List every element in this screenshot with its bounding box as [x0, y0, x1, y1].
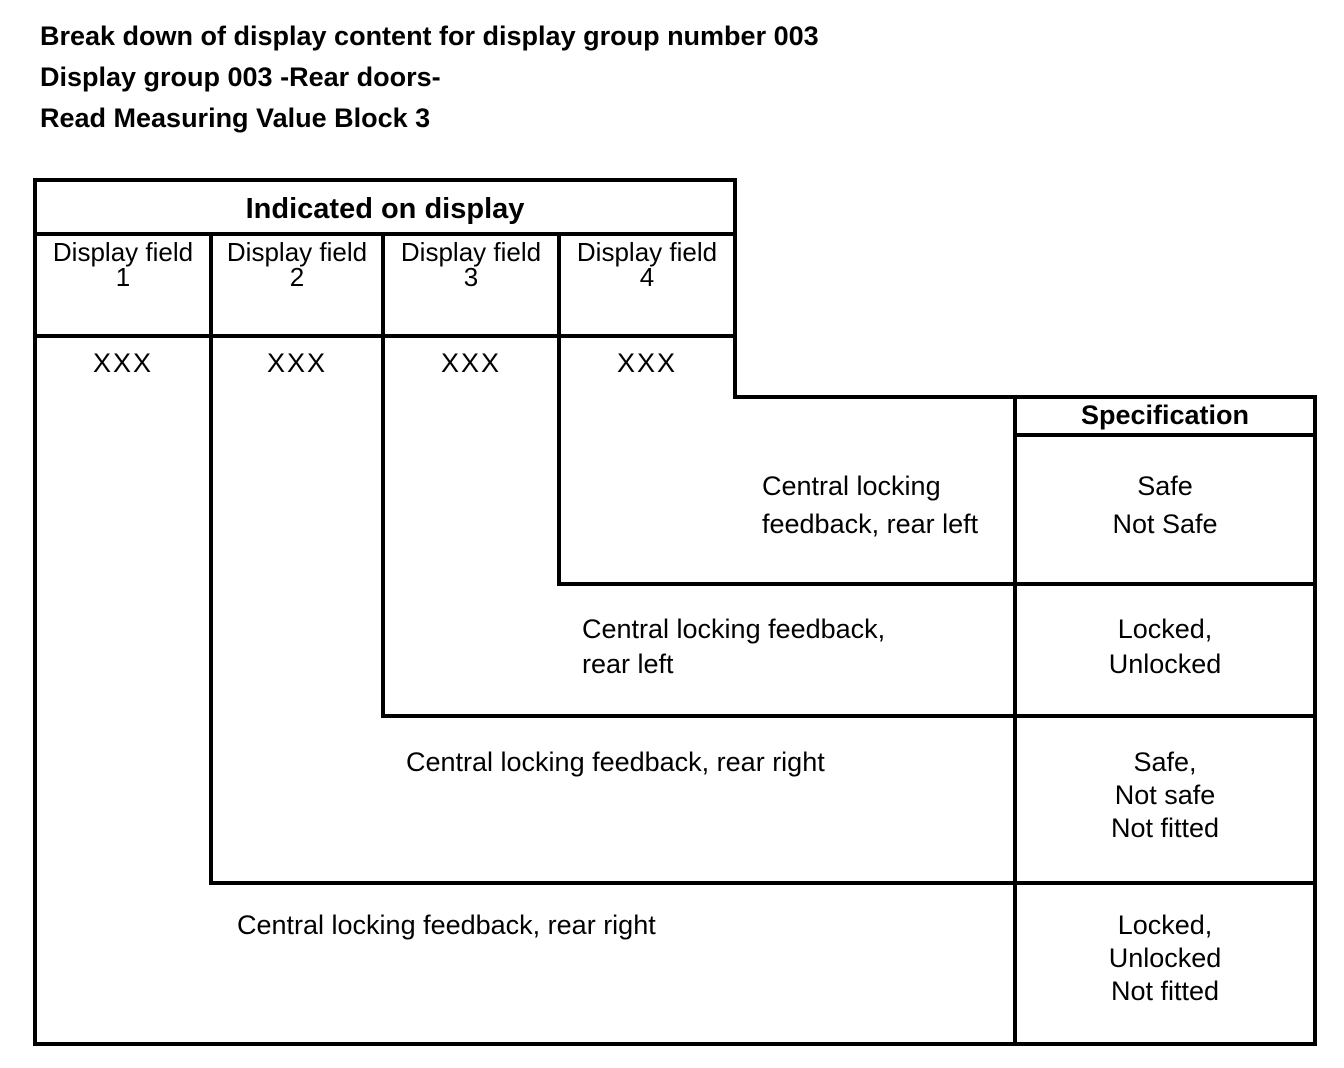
- row-label-line: Central locking feedback, rear right: [406, 747, 825, 777]
- specification-left-border: [1013, 395, 1017, 1046]
- value-cell-field-2: XXX: [266, 348, 328, 378]
- value-cell-field-1: XXX: [92, 348, 154, 378]
- row-label-line: Central locking feedback, rear right: [237, 910, 656, 940]
- spec-line: Not fitted: [1110, 976, 1220, 1006]
- column-header-field-1: Display field 1: [37, 237, 209, 292]
- row-label-field-1: Central locking feedback, rear right: [237, 909, 656, 942]
- specification-header-divider: [1013, 433, 1317, 437]
- page-title-line-1: Break down of display content for displa…: [40, 21, 819, 51]
- display-field-label: Display field: [52, 237, 194, 267]
- row-label-field-2: Central locking feedback, rear right: [406, 746, 825, 779]
- page-title: Break down of display content for displa…: [40, 16, 819, 139]
- value-cell-field-4: XXX: [616, 348, 678, 378]
- column-header-field-3: Display field 3: [385, 237, 557, 292]
- spec-cell-field-1: Locked, Unlocked Not fitted: [1017, 909, 1313, 1008]
- column-header-field-2: Display field 2: [213, 237, 381, 292]
- step-line-field1: [209, 881, 1317, 885]
- step-line-field3: [557, 582, 1317, 586]
- column-4-right-border: [733, 178, 737, 399]
- row-label-line: rear left: [582, 649, 674, 679]
- step-line-field2: [381, 714, 1317, 718]
- spec-cell-field-2: Safe, Not safe Not fitted: [1017, 746, 1313, 845]
- row-label-field-4: Central locking feedback, rear left: [762, 467, 978, 543]
- table-bottom-border: [33, 1042, 1317, 1046]
- display-field-label: Display field: [400, 237, 542, 267]
- row-label-line: feedback, rear left: [762, 509, 979, 539]
- page-title-line-2: Display group 003 -Rear doors-: [40, 62, 441, 92]
- spec-line: Unlocked: [1108, 943, 1222, 973]
- spec-line: Unlocked: [1108, 649, 1222, 679]
- step-line-field4: [733, 395, 1317, 399]
- spec-line: Not fitted: [1110, 813, 1220, 843]
- spec-line: Locked,: [1117, 614, 1213, 644]
- specification-header: Specification: [1080, 400, 1250, 430]
- display-field-label: Display field: [576, 237, 718, 267]
- spec-line: Not safe: [1114, 780, 1216, 810]
- row-label-field-3: Central locking feedback, rear left: [582, 612, 885, 682]
- table-top-border: [33, 178, 737, 182]
- column-divider-1-2: [209, 232, 213, 885]
- display-field-label: Display field: [226, 237, 368, 267]
- value-cell-field-3: XXX: [440, 348, 502, 378]
- page-title-line-3: Read Measuring Value Block 3: [40, 103, 431, 133]
- table-left-border: [33, 178, 37, 1046]
- row-label-line: Central locking feedback,: [582, 614, 886, 644]
- spec-line: Not Safe: [1112, 509, 1218, 539]
- column-header-field-4: Display field 4: [561, 237, 733, 292]
- display-field-number: 4: [639, 262, 655, 292]
- row-label-line: Central locking: [762, 471, 941, 501]
- display-field-number: 2: [289, 262, 305, 292]
- specification-right-border: [1313, 395, 1317, 1046]
- spec-cell-field-4: Safe Not Safe: [1017, 467, 1313, 543]
- spec-cell-field-3: Locked, Unlocked: [1017, 612, 1313, 682]
- spec-line: Locked,: [1117, 910, 1213, 940]
- column-divider-2-3: [381, 232, 385, 718]
- spec-line: Safe: [1137, 471, 1193, 501]
- indicated-header-divider: [33, 232, 737, 236]
- display-field-number: 3: [463, 262, 479, 292]
- display-field-number: 1: [115, 262, 131, 292]
- indicated-on-display-header: Indicated on display: [245, 193, 525, 225]
- column-divider-3-4: [557, 232, 561, 586]
- spec-line: Safe,: [1133, 747, 1197, 777]
- column-header-divider: [33, 334, 737, 338]
